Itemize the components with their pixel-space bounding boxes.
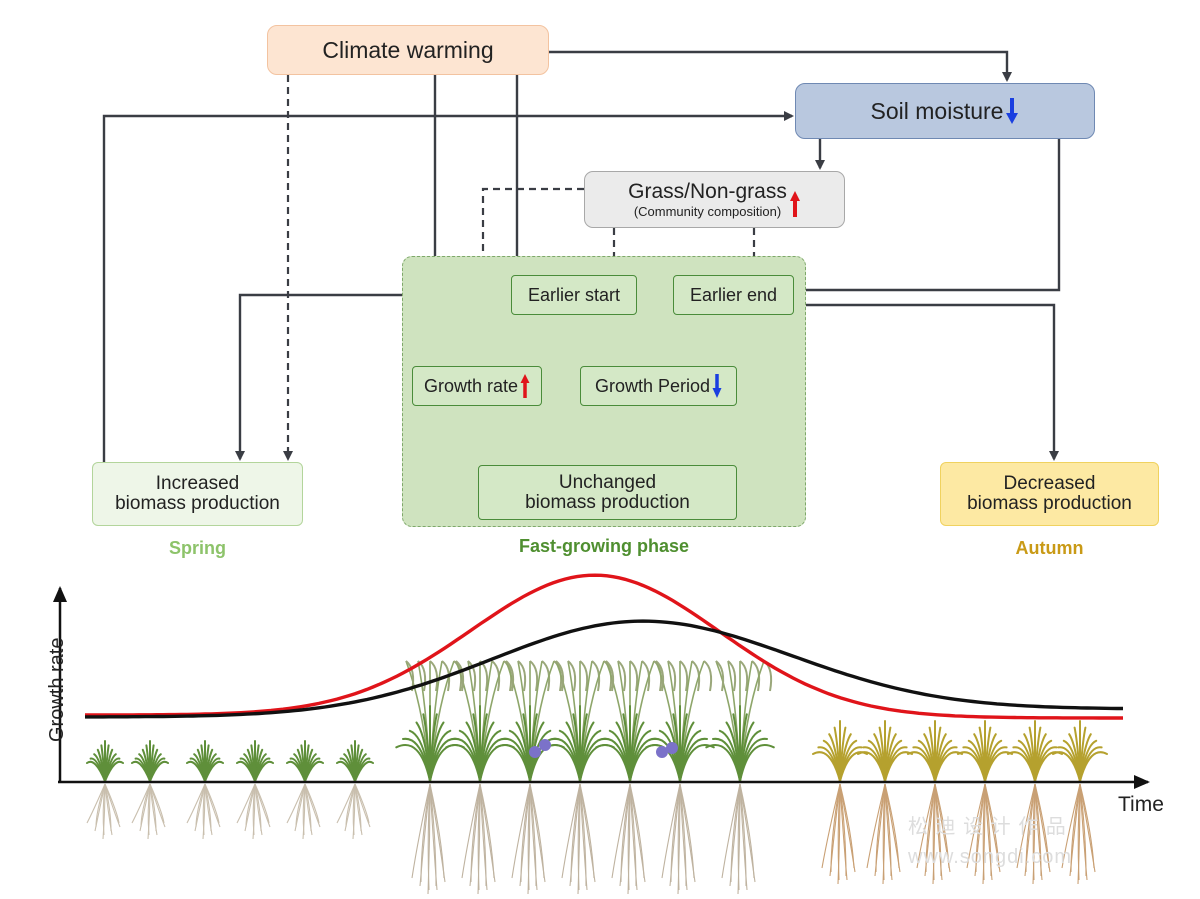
- node-growth-rate: Growth rate: [412, 366, 542, 406]
- up-arrow-icon: [789, 190, 800, 217]
- watermark-line1: 松 迪 设 计 作 品: [908, 816, 1067, 838]
- grass-plant-autumn-0: [812, 720, 868, 885]
- grass-plant-fast-3: [545, 705, 615, 895]
- node-grass-nongrass-label: Grass/Non-grass: [628, 179, 787, 203]
- node-climate-warming-label: Climate warming: [322, 36, 494, 63]
- arrow-soil-to-end: [795, 139, 1061, 295]
- watermark: 松 迪 设 计 作 品 www.songdi.com: [908, 812, 1158, 872]
- node-earlier-start: Earlier start: [511, 275, 637, 315]
- node-unchanged-biomass: Unchanged biomass production: [478, 465, 737, 520]
- flower-0: [529, 746, 541, 758]
- grass-plant-autumn-5: [1052, 720, 1108, 885]
- node-increased-biomass: Increased biomass production: [92, 462, 303, 526]
- chart-curves: [85, 573, 1123, 720]
- node-growth-period-label: Growth Period: [594, 375, 711, 396]
- season-autumn-label: Autumn: [1015, 538, 1084, 558]
- flower-1: [539, 739, 551, 751]
- grass-plant-fast-0: [395, 705, 465, 895]
- arrow-climate-to-soil: [549, 50, 1012, 82]
- node-decreased-line1: Decreased: [1003, 473, 1096, 495]
- arrow-end-to-decreased: [794, 303, 1059, 461]
- node-earlier-start-label: Earlier start: [527, 284, 621, 305]
- node-earlier-end-label: Earlier end: [689, 284, 778, 305]
- grass-plant-spring-4: [286, 740, 324, 840]
- y-axis-label: Growth rate: [46, 637, 68, 742]
- grass-plant-fast-4: [595, 705, 665, 895]
- grass-plant-autumn-2: [907, 720, 963, 885]
- grass-plant-autumn-4: [1007, 720, 1063, 885]
- node-growth-rate-label: Growth rate: [423, 375, 519, 396]
- node-earlier-end: Earlier end: [673, 275, 794, 315]
- grass-plant-spring-2: [186, 740, 224, 840]
- node-decreased-biomass: Decreased biomass production: [940, 462, 1159, 526]
- grass-plant-spring-3: [236, 740, 274, 840]
- arrow-increased-to-soil: [102, 111, 794, 462]
- node-decreased-line2: biomass production: [967, 493, 1132, 514]
- grass-plant-fast-6: [705, 705, 775, 895]
- plants-group: [86, 660, 1108, 895]
- down-arrow-icon: [712, 374, 722, 398]
- up-arrow-icon: [520, 374, 530, 398]
- curve-warming: [85, 573, 1123, 720]
- node-climate-warming: Climate warming: [267, 25, 549, 75]
- season-fast-growing-label: Fast-growing phase: [518, 536, 689, 556]
- node-grass-nongrass: Grass/Non-grass (Community composition): [584, 171, 845, 228]
- chart-axes: [53, 586, 1150, 789]
- grass-plant-fast-2: [495, 705, 565, 895]
- season-spring-label: Spring: [169, 538, 226, 558]
- grass-plant-spring-5: [336, 740, 374, 840]
- node-soil-moisture: Soil moisture: [795, 83, 1095, 139]
- grass-plant-fast-5: [645, 705, 715, 895]
- node-growth-period: Growth Period: [580, 366, 737, 406]
- node-soil-moisture-label: Soil moisture: [870, 97, 1004, 124]
- node-unchanged-line1: Unchanged: [558, 471, 657, 493]
- node-increased-line1: Increased: [155, 473, 240, 495]
- node-community-composition-label: (Community composition): [633, 203, 782, 219]
- node-unchanged-line2: biomass production: [525, 491, 690, 513]
- grass-plant-autumn-1: [857, 720, 913, 885]
- node-increased-line2: biomass production: [115, 493, 280, 514]
- down-arrow-icon: [1006, 98, 1019, 124]
- flower-3: [666, 742, 678, 754]
- grass-plant-fast-1: [445, 705, 515, 895]
- flower-2: [656, 746, 668, 758]
- curve-control: [85, 619, 1123, 719]
- grass-plant-spring-0: [86, 740, 124, 840]
- grass-plant-spring-1: [131, 740, 169, 840]
- x-axis-label: Time: [1118, 793, 1164, 816]
- y-axis-label-wrap: Growth rate: [10, 632, 100, 762]
- watermark-line2: www.songdi.com: [908, 846, 1073, 868]
